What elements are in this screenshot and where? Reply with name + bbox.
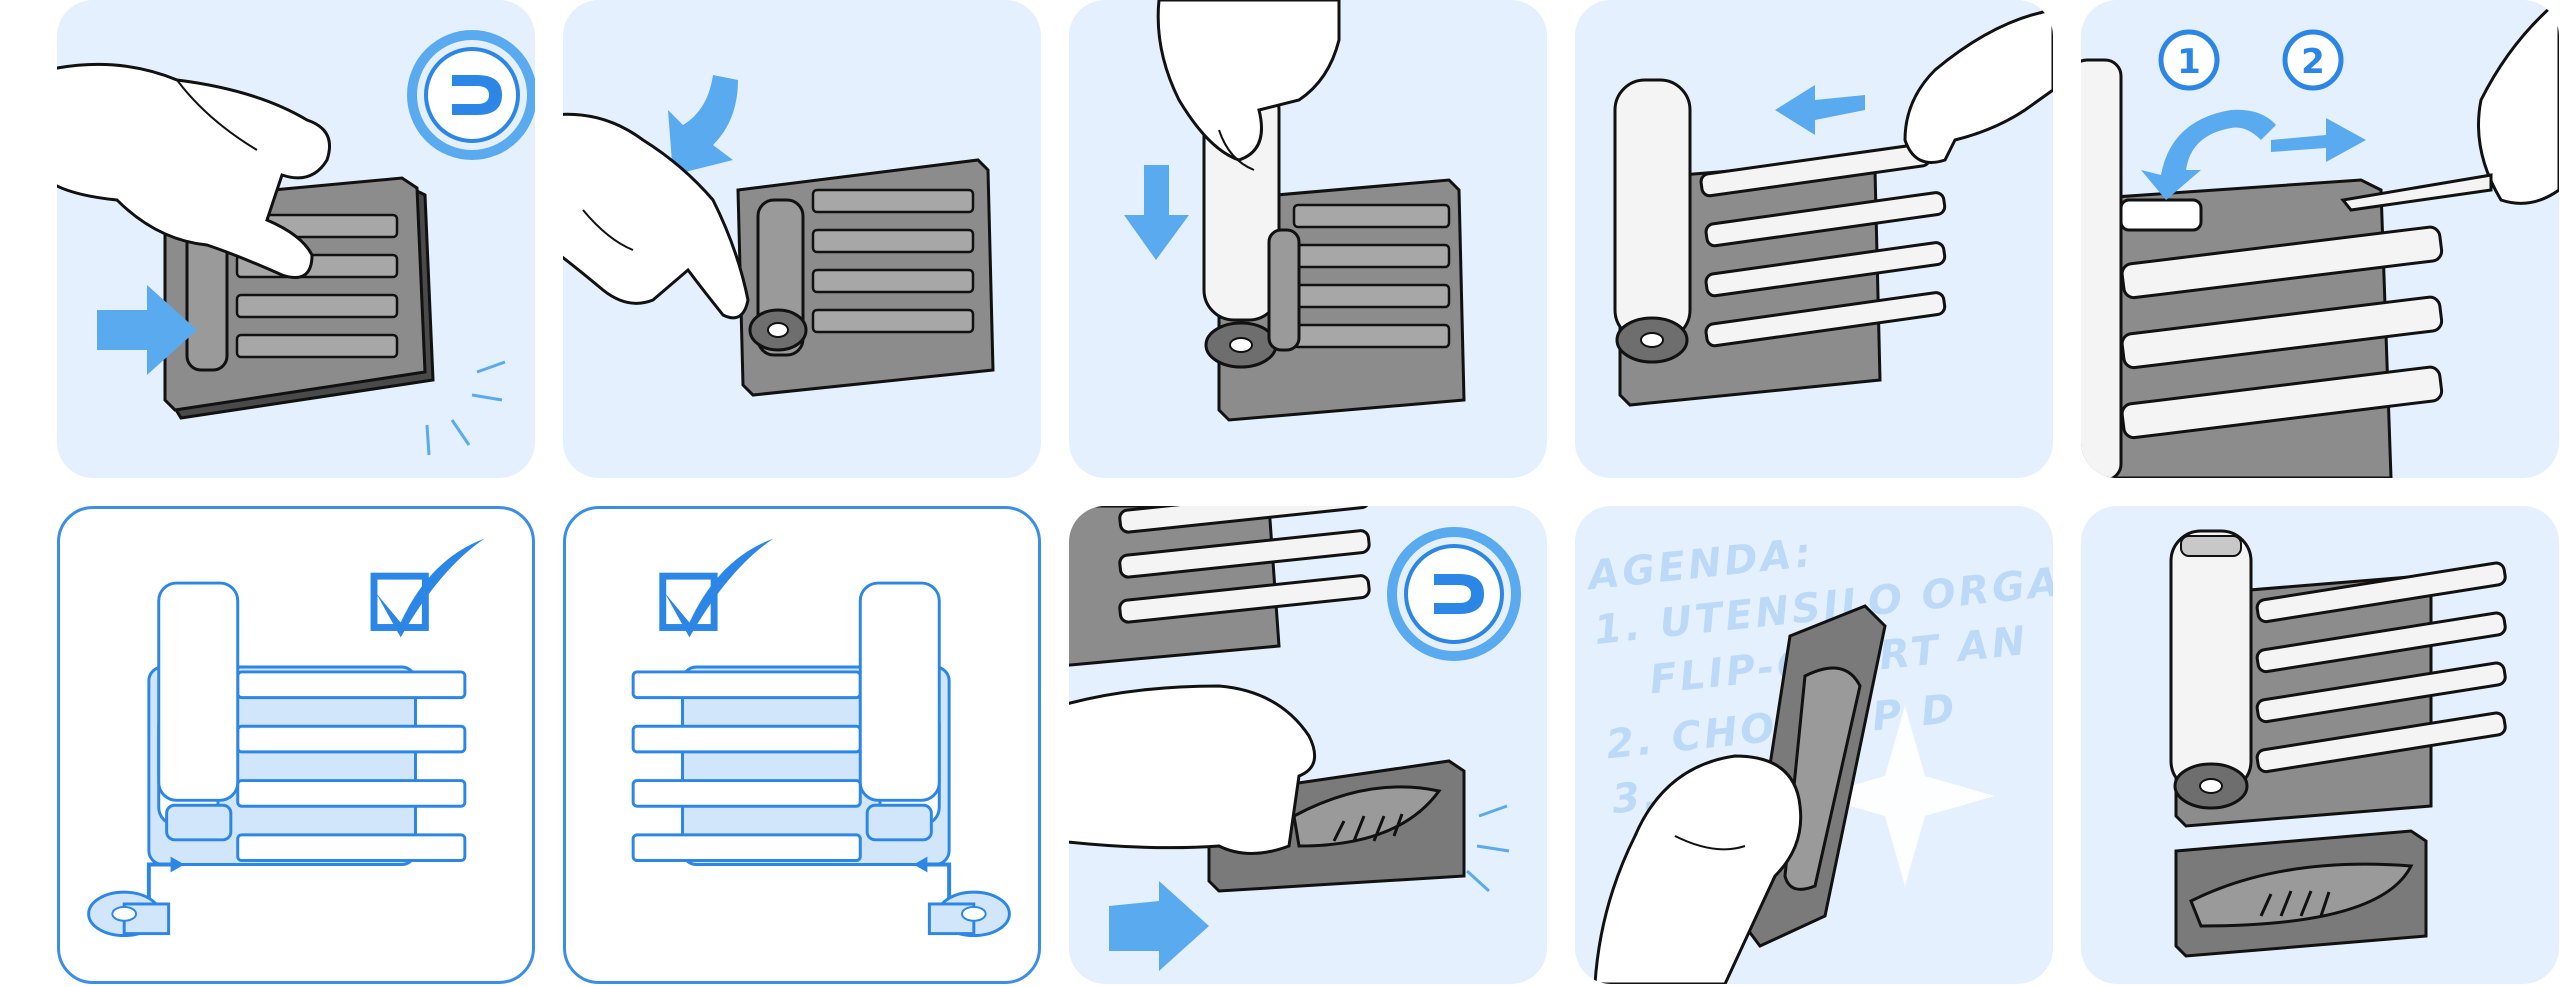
marker-cylinder bbox=[1613, 78, 1692, 364]
svg-text:2: 2 bbox=[2301, 42, 2325, 82]
hand-graphic bbox=[1903, 8, 2053, 164]
step-number-1: 1 bbox=[2158, 29, 2220, 91]
hand-graphic bbox=[563, 112, 750, 320]
step-1-illustration bbox=[57, 30, 535, 456]
panel-step-5: 1 2 bbox=[2081, 0, 2559, 478]
markers bbox=[2119, 198, 2444, 440]
checkmark-icon bbox=[370, 538, 485, 638]
hand-graphic bbox=[1156, 0, 1341, 171]
hand-graphic bbox=[57, 62, 331, 279]
step-4-illustration bbox=[1613, 8, 2053, 407]
panel-option-left bbox=[57, 506, 535, 984]
hand-graphic bbox=[1593, 754, 1803, 984]
right-arrow-icon bbox=[2271, 118, 2366, 162]
marker-cylinder bbox=[2169, 529, 2253, 810]
markers bbox=[2255, 561, 2507, 774]
hand-graphic bbox=[1069, 684, 1317, 855]
step-number-2: 2 bbox=[2282, 29, 2344, 91]
panel-step-6 bbox=[1069, 506, 1547, 984]
step-3-illustration bbox=[1124, 0, 1466, 422]
step-8-illustration bbox=[2169, 529, 2507, 958]
holder-plate bbox=[736, 158, 995, 397]
left-arrow-icon bbox=[1775, 85, 1865, 135]
svg-text:1: 1 bbox=[2177, 42, 2201, 82]
sparkle-icon bbox=[1815, 706, 1995, 886]
option-right-illustration bbox=[631, 538, 1011, 938]
step-5-illustration: 1 2 bbox=[2081, 0, 2559, 478]
push-arrow-icon bbox=[1109, 881, 1209, 971]
step-2-illustration bbox=[563, 75, 995, 397]
checkmark-icon bbox=[659, 538, 774, 638]
step-6-illustration bbox=[1069, 506, 1521, 971]
eraser bbox=[2174, 829, 2428, 958]
markers bbox=[631, 670, 862, 863]
panel-step-1 bbox=[57, 0, 535, 478]
markers bbox=[1699, 142, 1947, 348]
option-left-illustration bbox=[87, 538, 485, 938]
clip-icon bbox=[87, 890, 171, 938]
panel-step-7: AGENDA: 1. UTENSILO ORGA FLIP-CHART AN 2… bbox=[1575, 506, 2053, 984]
push-arrow-icon bbox=[97, 285, 197, 375]
marker-cylinder bbox=[157, 581, 240, 842]
magnet-icon bbox=[1387, 527, 1521, 661]
down-arrow-icon bbox=[1124, 165, 1189, 260]
panel-step-4 bbox=[1575, 0, 2053, 478]
panel-step-2 bbox=[563, 0, 1041, 478]
panel-step-8 bbox=[2081, 506, 2559, 984]
panel-option-right bbox=[563, 506, 1041, 984]
markers bbox=[236, 670, 467, 863]
hand-graphic bbox=[2340, 0, 2559, 212]
magnet-icon bbox=[407, 30, 535, 160]
down-arrow-icon bbox=[668, 75, 738, 175]
clip-icon bbox=[927, 890, 1011, 938]
step-7-illustration: AGENDA: 1. UTENSILO ORGA FLIP-CHART AN 2… bbox=[1583, 530, 2053, 984]
markers bbox=[1118, 506, 1371, 624]
rotate-arrow-icon bbox=[2141, 109, 2276, 200]
panel-step-3 bbox=[1069, 0, 1547, 478]
marker-cylinder bbox=[858, 581, 941, 842]
